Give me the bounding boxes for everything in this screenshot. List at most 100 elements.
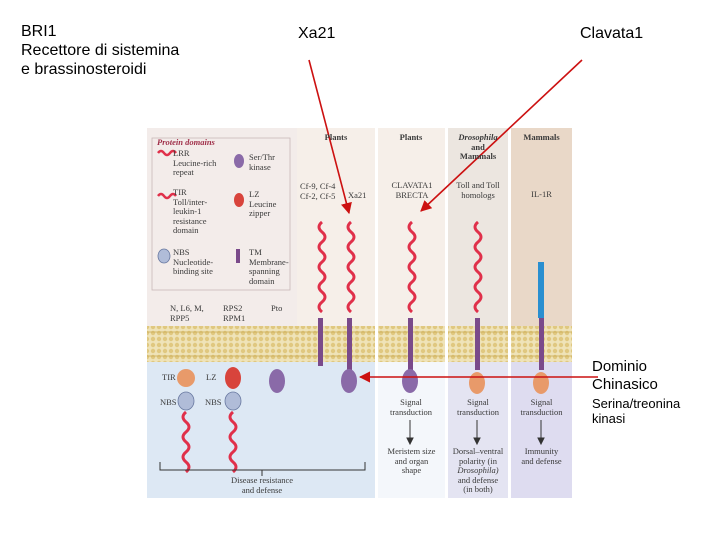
signal2-line1: Signal xyxy=(467,397,489,407)
rps2-line2: RPM1 xyxy=(223,312,246,323)
legend-lrr-desc2: repeat xyxy=(173,167,194,177)
legend-tir-desc4: domain xyxy=(173,225,199,235)
legend-nbs-text: NBS Nucleotide- binding site xyxy=(173,247,214,277)
signal-transduction-2: Signal transduction xyxy=(448,397,508,417)
legend-tir-icon xyxy=(157,192,177,200)
xa21-protein-lrr xyxy=(346,220,356,314)
pto-kinase-domain xyxy=(269,369,285,393)
meristem-outcome: Meristem size and organ shape xyxy=(378,446,445,476)
legend-tm-text: TM Membrane- spanning domain xyxy=(249,247,289,286)
legend-tir-desc1: Toll/inter- xyxy=(173,196,208,207)
legend-tir-text: TIR Toll/inter- leukin-1 resistance doma… xyxy=(173,187,208,236)
clavata-label-line2: BRECTA xyxy=(395,189,429,200)
toll-protein-lrr xyxy=(473,220,483,314)
plants-column-2 xyxy=(378,128,445,326)
legend-title: Protein domains xyxy=(157,137,215,147)
clavata1-protein-lrr xyxy=(407,220,417,314)
dorsal-line3: Drosophila) xyxy=(457,465,499,475)
clavata1-kinase-domain xyxy=(402,369,418,393)
ser-thr-kinase-line1: Serina/treonina xyxy=(592,396,681,411)
legend-nbs-name: NBS xyxy=(173,247,190,257)
bri1-label-line1: BRI1 xyxy=(21,23,57,40)
nbs-label-1: NBS xyxy=(160,397,177,407)
n-l6-label: N, L6, M, RPP5 xyxy=(170,303,204,323)
legend-lrr-name: LRR xyxy=(173,148,190,158)
legend-ser-thr-text: Ser/Thr kinase xyxy=(249,152,275,172)
disease-line2: and defense xyxy=(241,484,283,495)
mammals-header: Mammals xyxy=(523,132,560,142)
plants-header-1: Plants xyxy=(324,132,348,142)
tir-domain xyxy=(177,369,195,387)
legend-lz-text: LZ Leucine zipper xyxy=(249,189,277,219)
xa21-kinase-domain xyxy=(341,369,357,393)
toll-protein-label: Toll and Toll homologs xyxy=(448,180,508,200)
legend-tir-desc2: leukin-1 xyxy=(173,206,202,216)
immunity-outcome: Immunity and defense xyxy=(511,446,572,466)
clavata-protein-label: CLAVATA1 BRECTA xyxy=(380,180,444,200)
rps2-label: RPS2 RPM1 xyxy=(223,303,246,323)
legend-nbs-desc1: Nucleotide- xyxy=(173,256,214,267)
disease-line1: Disease resistance xyxy=(230,475,294,485)
kinase-domain-line2: Chinasico xyxy=(592,376,658,393)
ser-thr-kinase-line2: kinasi xyxy=(592,411,626,426)
disease-resistance-outcome: Disease resistance and defense xyxy=(200,475,324,495)
meristem-line3: shape xyxy=(401,465,422,475)
legend-lz-name: LZ xyxy=(249,189,260,199)
bri1-label: BRI1 Recettore di sistemina e brassinost… xyxy=(21,22,179,79)
immunity-line2: and defense xyxy=(521,455,562,466)
il1r-extracellular xyxy=(538,262,544,318)
signal-transduction-3: Signal transduction xyxy=(511,397,572,417)
dorsal-line5: (in both) xyxy=(463,484,493,494)
xa21-protein-tm xyxy=(347,318,352,370)
drosophila-header-line2: and xyxy=(471,141,485,152)
n-l6-line1: N, L6, M, xyxy=(170,303,204,313)
signal-transduction-1: Signal transduction xyxy=(380,397,442,417)
legend-tm-icon xyxy=(236,249,240,263)
toll-protein-tm xyxy=(475,318,480,370)
dorsal-line1: Dorsal–ventral xyxy=(452,446,504,456)
legend-tm-name: TM xyxy=(249,247,262,257)
cf-protein-label: Cf-9, Cf-4 Cf-2, Cf-5 xyxy=(300,181,336,201)
legend-lz-desc2: zipper xyxy=(249,208,271,218)
il1r-protein-label: IL-1R xyxy=(531,189,552,199)
nbs-domain-2 xyxy=(224,391,242,411)
rps2-line1: RPS2 xyxy=(223,303,243,313)
cf-protein-tm xyxy=(318,318,323,366)
nbs-lrr-1 xyxy=(181,410,191,474)
legend-lz-desc1: Leucine xyxy=(249,198,277,209)
xa21-protein-label: Xa21 xyxy=(348,190,367,200)
toll-tir-domain xyxy=(469,372,485,394)
tir-label: TIR xyxy=(162,372,176,382)
clavata1-pointer-arrow xyxy=(420,59,583,212)
lz-domain xyxy=(225,367,241,389)
dorsal-line4: and defense xyxy=(457,474,499,485)
toll-label-line1: Toll and Toll xyxy=(456,180,500,190)
legend-tir-desc3: resistance xyxy=(173,215,207,226)
dorsal-outcome: Dorsal–ventral polarity (in Drosophila) … xyxy=(448,446,508,495)
drosophila-header-line3: Mammals xyxy=(459,151,497,161)
clavata-label-line1: CLAVATA1 xyxy=(391,180,433,190)
bri1-label-line3: e brassinosteroidi xyxy=(21,61,147,78)
nbs-domain-1 xyxy=(177,391,195,411)
bri1-label-line2: Recettore di sistemina xyxy=(21,42,180,59)
pto-label: Pto xyxy=(271,303,283,313)
legend-panel xyxy=(147,128,297,326)
legend-tm-desc1: Membrane- xyxy=(249,256,289,267)
legend-ser-thr-desc: kinase xyxy=(249,161,271,172)
meristem-line1: Meristem size xyxy=(387,446,436,456)
plants-column-1 xyxy=(297,128,375,326)
signal3-line2: transduction xyxy=(520,406,563,417)
legend-ser-thr-name: Ser/Thr xyxy=(249,152,275,162)
lz-label: LZ xyxy=(206,372,217,382)
n-l6-line2: RPP5 xyxy=(170,312,190,323)
signal2-line2: transduction xyxy=(456,406,500,417)
plants-header-2: Plants xyxy=(399,132,423,142)
meristem-line2: and organ xyxy=(394,455,429,466)
cf-protein-lrr xyxy=(317,220,327,314)
signal3-line1: Signal xyxy=(530,397,553,407)
legend-nbs-icon xyxy=(157,248,171,264)
nbs-label-2: NBS xyxy=(205,397,222,407)
cf-label-line2: Cf-2, Cf-5 xyxy=(300,190,336,201)
il1r-tm xyxy=(539,318,544,370)
